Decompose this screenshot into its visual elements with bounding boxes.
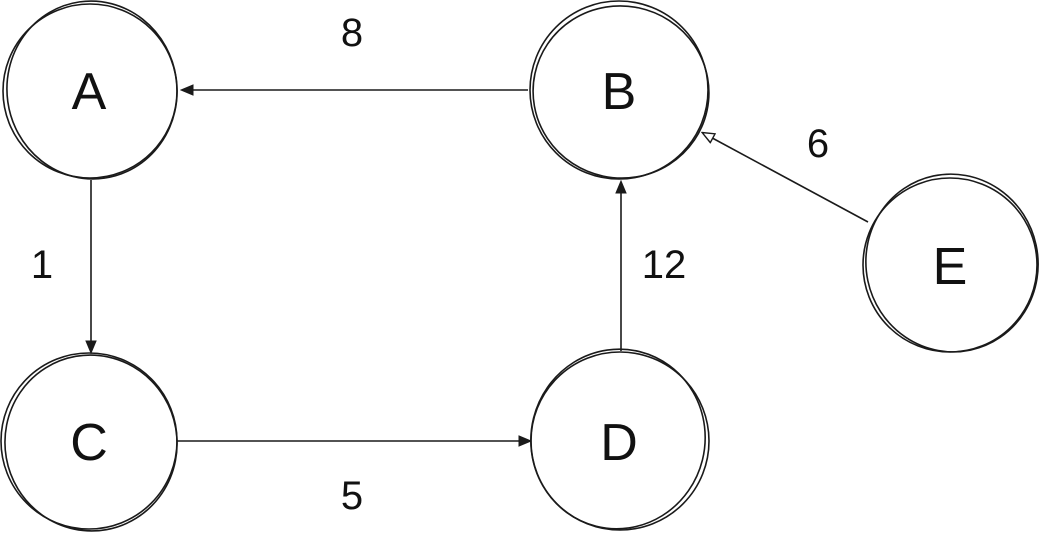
node-label-d: D — [600, 414, 638, 472]
edge-weight-b-to-a: 8 — [341, 11, 363, 55]
edge-e-to-b — [703, 133, 869, 223]
edge-weight-d-to-b: 12 — [642, 243, 687, 287]
edge-weight-c-to-d: 5 — [341, 474, 363, 518]
node-label-a: A — [72, 63, 107, 121]
node-a: A — [2, 0, 178, 180]
edge-weight-a-to-c: 1 — [31, 243, 53, 287]
node-d: D — [530, 348, 710, 531]
node-c: C — [0, 352, 178, 532]
node-e: E — [862, 173, 1039, 353]
node-label-e: E — [933, 238, 968, 296]
node-label-c: C — [70, 414, 108, 472]
node-b: B — [529, 0, 710, 180]
node-label-b: B — [602, 63, 637, 121]
edge-weight-e-to-b: 6 — [807, 122, 829, 166]
